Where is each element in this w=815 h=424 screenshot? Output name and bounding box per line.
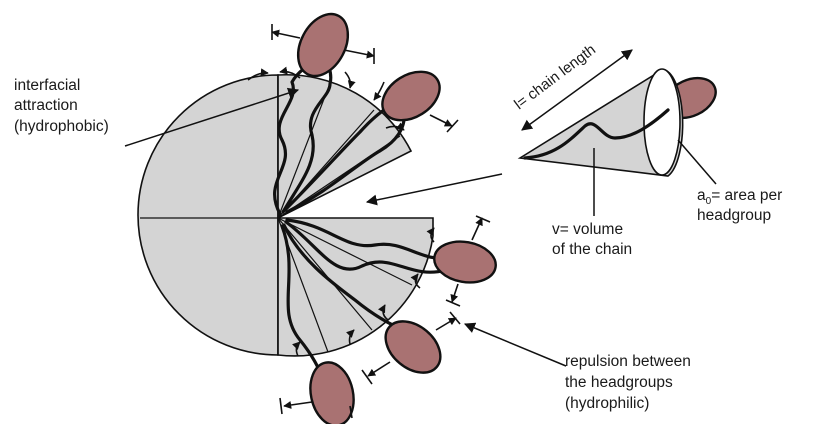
area-pointer <box>678 140 716 184</box>
repulsion-pointer <box>465 324 566 366</box>
cone-base <box>644 69 680 175</box>
cone-to-micelle-arrow <box>367 174 502 202</box>
label-area-per-headgroup: a0= area per headgroup <box>697 187 787 224</box>
label-chain-length: l= chain length <box>511 41 599 113</box>
label-interfacial-attraction: interfacial attraction (hydrophobic) <box>14 77 109 135</box>
micelle-left-half <box>138 75 278 355</box>
label-volume: v= volume of the chain <box>552 221 632 258</box>
headgroup <box>431 237 499 287</box>
label-repulsion: repulsion between the headgroups (hydrop… <box>565 353 695 412</box>
